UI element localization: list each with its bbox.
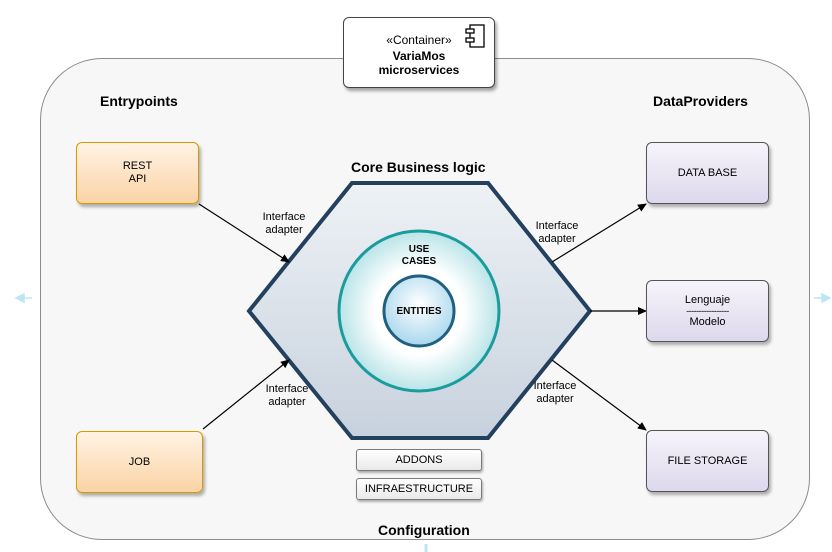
right-edge-arrow-icon <box>814 292 832 304</box>
entities-circle <box>382 274 456 348</box>
infraestructure-box[interactable]: INFRAESTRUCTURE <box>356 478 482 500</box>
container-name-line2: microservices <box>378 63 460 77</box>
interface-adapter-label-top-left: Interface adapter <box>258 211 310 237</box>
container-name-line1: VariaMos <box>392 49 446 63</box>
arrow-job-to-core <box>202 359 290 430</box>
interface-adapter-label-top-right: Interface adapter <box>531 220 583 246</box>
adapter-line2: adapter <box>538 233 576 245</box>
entrypoints-title: Entrypoints <box>100 93 178 109</box>
container-name: VariaMos microservices <box>344 49 494 77</box>
lenguaje-separator: ----------------- <box>686 305 729 316</box>
configuration-label: Configuration <box>378 522 470 538</box>
file-storage-box[interactable]: FILE STORAGE <box>646 430 769 492</box>
modelo-label: Modelo <box>689 315 726 328</box>
use-cases-label: USE CASES <box>393 244 445 268</box>
adapter-line1: Interface <box>265 383 309 395</box>
use-cases-line1: USE <box>408 244 430 255</box>
addons-box[interactable]: ADDONS <box>356 449 482 471</box>
container-box: «Container» VariaMos microservices <box>343 17 495 88</box>
rest-api-box[interactable]: REST API <box>76 142 199 204</box>
job-box[interactable]: JOB <box>76 431 203 493</box>
adapter-line1: Interface <box>262 211 306 223</box>
adapter-line2: adapter <box>265 224 303 236</box>
lenguaje-modelo-box[interactable]: Lenguaje ----------------- Modelo <box>646 280 769 342</box>
lenguaje-label: Lenguaje <box>684 293 731 306</box>
arrow-rest-to-core <box>198 203 290 263</box>
left-edge-arrow-icon <box>14 292 32 304</box>
dataproviders-title: DataProviders <box>653 93 748 109</box>
adapter-line2: adapter <box>268 396 306 408</box>
data-base-box[interactable]: DATA BASE <box>646 142 769 204</box>
arrow-core-to-file-storage <box>551 359 647 431</box>
container-stereotype: «Container» <box>386 33 452 47</box>
entities-label: ENTITIES <box>396 306 442 317</box>
interface-adapter-label-bottom-left: Interface adapter <box>261 383 313 409</box>
interface-adapter-label-bottom-right: Interface adapter <box>529 380 581 406</box>
core-title: Core Business logic <box>351 159 486 175</box>
arrow-core-to-database <box>551 203 647 263</box>
adapter-line1: Interface <box>535 220 579 232</box>
adapter-line1: Interface <box>533 380 577 392</box>
component-icon <box>465 24 485 48</box>
adapter-line2: adapter <box>536 393 574 405</box>
use-cases-line2: CASES <box>401 256 437 267</box>
